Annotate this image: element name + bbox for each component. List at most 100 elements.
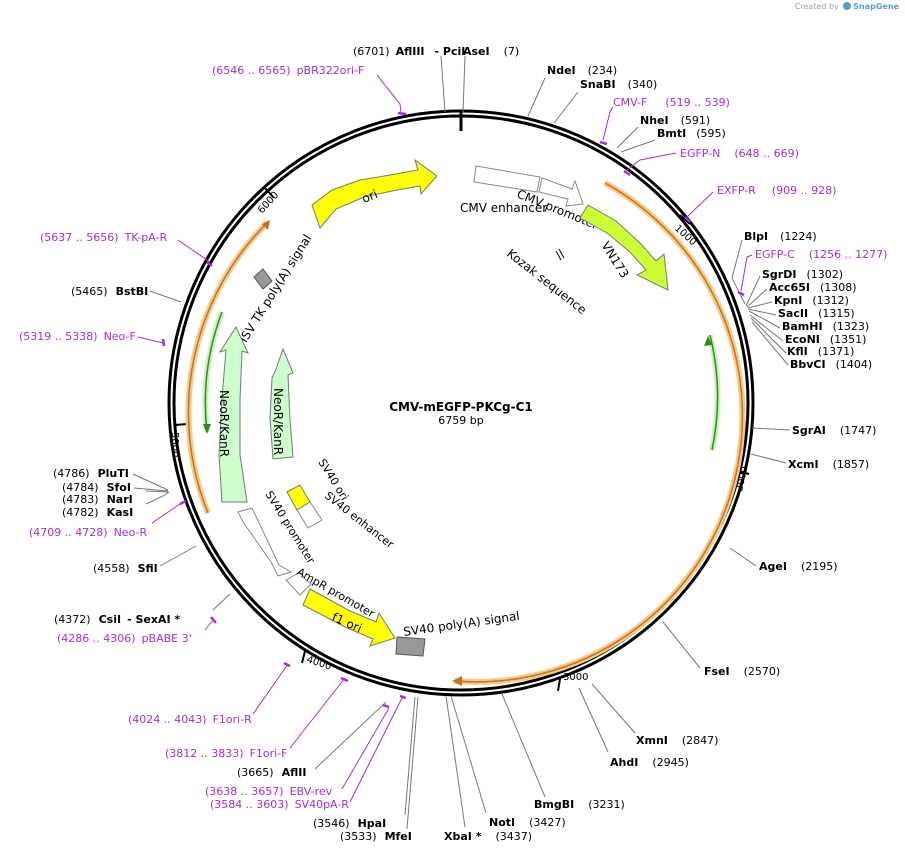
leader-blpi xyxy=(731,239,746,305)
site-mfei[interactable]: (3533)MfeI xyxy=(340,830,412,843)
feature-f1-ori-arrow[interactable] xyxy=(302,588,396,647)
feature-ampr-promoter-arrow[interactable] xyxy=(285,571,312,596)
primer-tk-pa-r[interactable]: (5637 .. 5656)TK-pA-R xyxy=(40,231,168,244)
green-orf-arrow-right xyxy=(704,336,712,346)
feature-neor-outer-arrow[interactable] xyxy=(218,325,249,503)
site-bstbi[interactable]: (5465)BstBI xyxy=(71,285,148,298)
leader-bbvci xyxy=(751,321,789,366)
feature-neor-inner-arrow[interactable] xyxy=(269,347,294,460)
site-sacii[interactable]: SacII(1315) xyxy=(778,307,855,320)
site-afliii-pcii[interactable]: (6701)AflIII- PciI xyxy=(353,45,465,58)
primer-pbr322ori-f[interactable]: (6546 .. 6565)pBR322ori-F xyxy=(212,64,364,77)
leader-kfli xyxy=(750,317,787,354)
site-sfii[interactable]: (4558)SfiI xyxy=(93,562,158,575)
primer-mark-egfp-n xyxy=(623,169,631,177)
tick-mark-5000 xyxy=(174,423,188,426)
orf-arrowhead-main xyxy=(452,676,462,686)
site-aflii[interactable]: (3665)AflII xyxy=(237,766,306,779)
feature-kozak-label: Kozak sequence xyxy=(504,246,589,317)
feature-ori-label: ori xyxy=(360,187,380,206)
site-sgrdi[interactable]: SgrDI(1302) xyxy=(762,268,843,281)
site-bbvci[interactable]: BbvCI(1404) xyxy=(790,358,872,371)
feature-sv40-polya-label: SV40 poly(A) signal xyxy=(402,609,520,639)
leader-acc65i xyxy=(746,288,768,308)
feature-cmv-enhancer-arrow[interactable] xyxy=(473,165,541,193)
primer-mark-tk-pa-r xyxy=(206,261,213,267)
site-leader-lines xyxy=(132,55,791,830)
primer-leader-lines xyxy=(137,74,753,803)
feature-ori-arrow[interactable] xyxy=(311,158,438,229)
leader-mfei xyxy=(406,696,419,830)
orf-highlights xyxy=(185,180,746,686)
leader-econi xyxy=(749,314,784,342)
site-fsei[interactable]: FseI(2570) xyxy=(704,665,780,678)
site-asei[interactable]: AseI(7) xyxy=(463,45,519,58)
primer-neo-f[interactable]: (5319 .. 5338)Neo-F xyxy=(19,330,136,343)
leader-bmgbi xyxy=(501,693,546,798)
tick-mark-3000 xyxy=(557,678,561,692)
site-blpi[interactable]: BlpI(1224) xyxy=(744,230,817,243)
primer-sv40pa-r[interactable]: (3584 .. 3603)SV40pA-R xyxy=(210,798,349,811)
primer-line-pbabe3 xyxy=(204,619,214,631)
site-sfoi[interactable]: (4784)SfoI xyxy=(62,481,131,494)
tick-mark-6000 xyxy=(264,187,275,199)
site-bamhi[interactable]: BamHI(1323) xyxy=(782,320,869,333)
primer-pbabe3[interactable]: (4286 .. 4306)pBABE 3' xyxy=(57,632,192,645)
leader-xcmi xyxy=(750,453,787,464)
primer-neo-r[interactable]: (4709 .. 4728)Neo-R xyxy=(29,526,147,539)
primer-f1ori-f[interactable]: (3812 .. 3833)F1ori-F xyxy=(165,747,288,760)
site-kasi[interactable]: (4782)KasI xyxy=(62,506,133,519)
leader-ahdi xyxy=(578,687,609,753)
primer-egfp-n[interactable]: EGFP-N(648 .. 669) xyxy=(680,147,799,160)
primer-labels: (6546 .. 6565)pBR322ori-F CMV-F(519 .. 5… xyxy=(19,64,887,811)
tick-mark-1000 xyxy=(679,214,691,225)
orf-arrowhead-left xyxy=(262,220,270,230)
feature-sv40-enhancer-box[interactable] xyxy=(296,501,323,529)
feature-neor-outer-label: NeoR/KanR xyxy=(217,390,231,457)
green-orfs xyxy=(202,310,721,451)
site-snabi[interactable]: SnaBI(340) xyxy=(580,78,657,91)
leader-agei xyxy=(729,547,757,567)
tick-label-6000: 6000 xyxy=(256,190,281,216)
feature-hsv-tk-polya-box[interactable] xyxy=(253,268,273,290)
feature-sv40-promoter-arrow[interactable] xyxy=(237,507,293,577)
site-nari[interactable]: (4783)NarI xyxy=(62,493,133,506)
site-noti[interactable]: NotI(3427) xyxy=(489,816,566,829)
site-nhei[interactable]: NheI(591) xyxy=(640,114,710,127)
site-xcmi[interactable]: XcmI(1857) xyxy=(788,458,869,471)
site-kpni[interactable]: KpnI(1312) xyxy=(774,294,849,307)
site-hpai[interactable]: (3546)HpaI xyxy=(313,817,386,830)
site-sgrai[interactable]: SgrAI(1747) xyxy=(792,424,876,437)
primer-mark-pbabe3 xyxy=(210,616,217,624)
site-pluti[interactable]: (4786)PluTI xyxy=(53,467,129,480)
primer-egfp-c[interactable]: EGFP-C(1256 .. 1277) xyxy=(755,248,887,261)
primer-mark-cmv-f xyxy=(599,140,608,146)
primer-cmv-f[interactable]: CMV-F(519 .. 539) xyxy=(613,96,730,109)
primer-mark-neo-r xyxy=(179,499,187,506)
site-agei[interactable]: AgeI(2195) xyxy=(759,560,838,573)
site-econi[interactable]: EcoNI(1351) xyxy=(785,333,866,346)
tick-label-3000: 3000 xyxy=(563,672,588,683)
site-ndei[interactable]: NdeI(234) xyxy=(547,64,617,77)
primer-exfp-r[interactable]: EXFP-R(909 .. 928) xyxy=(717,184,836,197)
primer-line-tk-pa-r xyxy=(177,239,211,263)
site-acc65i[interactable]: Acc65I(1308) xyxy=(769,281,857,294)
feature-sv40-polya-box[interactable] xyxy=(395,636,426,657)
site-ahdi[interactable]: AhdI(2945) xyxy=(610,756,689,769)
site-bmgbi[interactable]: BmgBI(3231) xyxy=(534,798,625,811)
site-bmti[interactable]: BmtI(595) xyxy=(657,127,726,140)
primer-line-sv40pa-r xyxy=(349,695,404,803)
feature-vn173-arrow[interactable] xyxy=(579,204,669,291)
site-xbai[interactable]: XbaI *(3437) xyxy=(444,830,532,843)
primer-line-neo-r xyxy=(151,501,184,524)
primer-mark-f1ori-f xyxy=(340,676,349,683)
primer-f1ori-r[interactable]: (4024 .. 4043)F1ori-R xyxy=(128,713,252,726)
site-xmni[interactable]: XmnI(2847) xyxy=(636,734,718,747)
plasmid-name: CMV-mEGFP-PKCg-C1 xyxy=(389,400,533,414)
leader-hpai xyxy=(404,696,416,816)
feature-cmv-promoter-arrow[interactable] xyxy=(538,177,584,207)
site-kfli[interactable]: KflI(1371) xyxy=(787,345,854,358)
primer-ebv-rev[interactable]: (3638 .. 3657)EBV-rev xyxy=(205,785,333,798)
site-csii-sexai[interactable]: (4372)CsiI- SexAI * xyxy=(54,613,180,626)
orf-line-left xyxy=(187,221,269,514)
